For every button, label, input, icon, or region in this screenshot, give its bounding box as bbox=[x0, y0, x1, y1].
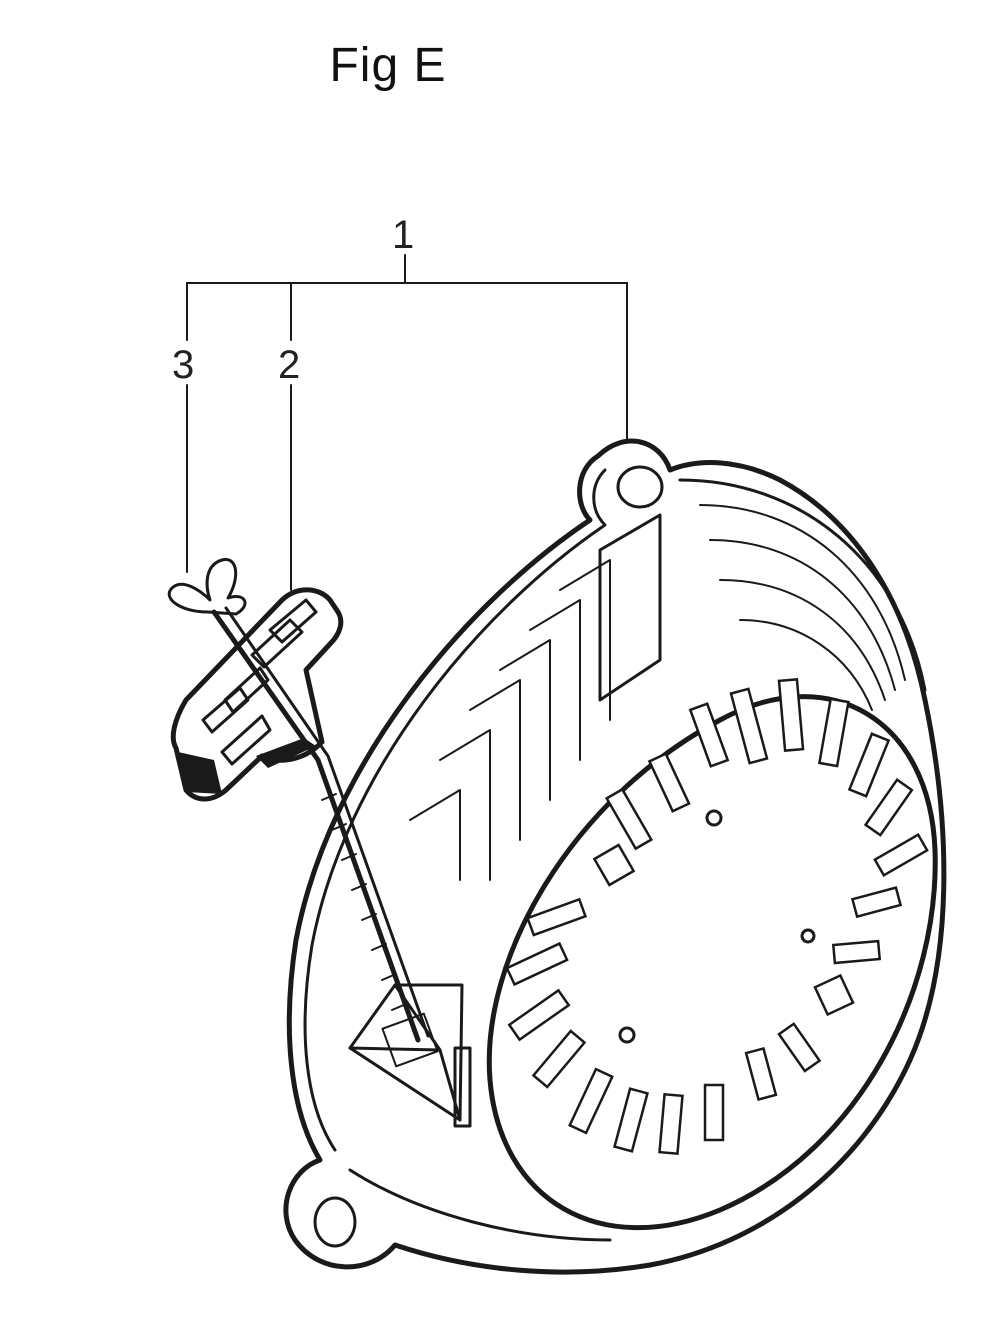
starter-housing bbox=[283, 438, 947, 1275]
starter-drum-fins bbox=[409, 478, 927, 881]
starter-cover-face bbox=[486, 677, 938, 1231]
rope-guide bbox=[348, 983, 472, 1128]
starter-rope bbox=[167, 558, 430, 1043]
callout-label-3: 3 bbox=[172, 343, 194, 387]
figure-title: Fig E bbox=[329, 39, 447, 92]
callout-leaders bbox=[186, 254, 628, 591]
cover-vent-slots bbox=[505, 677, 929, 1156]
starter-handle bbox=[170, 587, 344, 802]
callout-label-2: 2 bbox=[278, 343, 300, 387]
callout-label-1: 1 bbox=[392, 213, 414, 257]
